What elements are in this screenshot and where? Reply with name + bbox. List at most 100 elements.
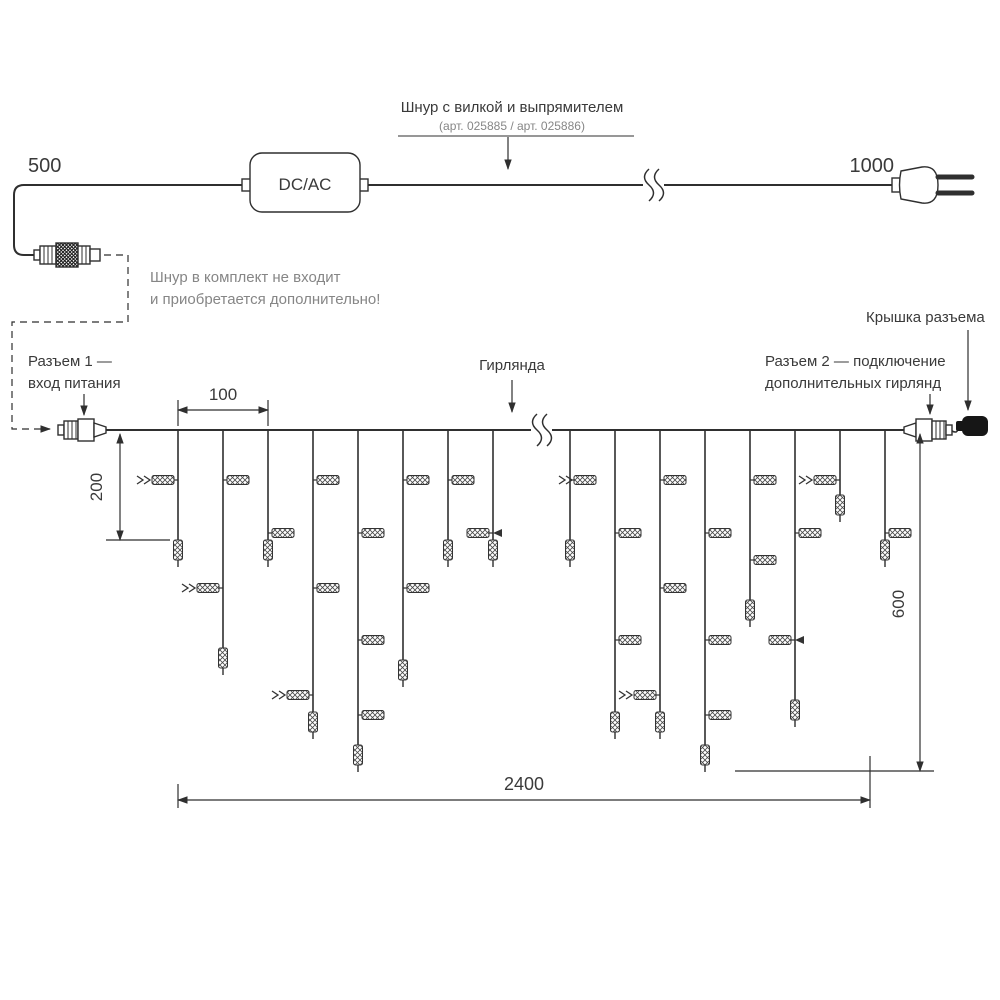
cord-wire-left <box>13 184 250 256</box>
lamp-icon <box>488 539 498 561</box>
cord-note-line1: Шнур в комплект не входит <box>150 269 341 286</box>
dcac-label: DC/AC <box>279 175 332 194</box>
cord-connector-icon <box>33 242 101 268</box>
cap-body <box>962 416 988 436</box>
connector2-body <box>915 418 933 442</box>
lamp-icon <box>263 539 273 561</box>
lamp-icon <box>361 528 385 538</box>
lamp-icon <box>655 711 665 733</box>
lamp-icon <box>835 494 845 516</box>
arrow-mark-icon <box>795 636 804 644</box>
cord-length-right-label: 1000 <box>850 155 895 177</box>
cord-length-left-label: 500 <box>28 155 61 177</box>
dim-2400-label: 2400 <box>504 774 544 794</box>
arrow-mark-icon <box>493 529 502 537</box>
lamp-icon <box>443 539 453 561</box>
lamp-icon <box>790 699 800 721</box>
dim-long-drop: 600 <box>735 432 934 773</box>
lamp-icon <box>663 583 687 593</box>
cord-title: Шнур с вилкой и выпрямителем <box>401 99 624 116</box>
chevron-mark-icon <box>798 475 814 485</box>
lamp-icon <box>708 528 732 538</box>
connector2-tip <box>945 424 953 436</box>
dcac-body <box>249 152 361 213</box>
connector1-icon <box>57 418 107 442</box>
dim-100-label: 100 <box>209 385 237 404</box>
lamp-icon <box>218 647 228 669</box>
dim-total-length: 2400 <box>176 756 872 808</box>
garland-section: Разъем 1 — вход питания Гирлянда Разъем … <box>28 309 988 808</box>
lamp-icon <box>753 475 777 485</box>
connector1-label-line2: вход питания <box>28 375 121 392</box>
lamp-icon <box>573 475 597 485</box>
lamp-icon <box>398 659 408 681</box>
lamp-icon <box>466 528 490 538</box>
lamp-icon <box>745 599 755 621</box>
lamp-icon <box>271 528 295 538</box>
connector-cap-icon <box>951 416 988 436</box>
cord-break-icon <box>643 168 665 202</box>
lamp-icon <box>196 583 220 593</box>
dcac-converter-box: DC/AC <box>241 152 369 213</box>
lamp-icon <box>361 635 385 645</box>
lamp-icon <box>663 475 687 485</box>
cord-connector-cap <box>77 245 91 265</box>
power-cord-section: DC/AC 500 1000 Шнур с вилкой и выпря <box>11 99 975 433</box>
lamp-icon <box>813 475 837 485</box>
garland-label: Гирлянда <box>479 357 545 374</box>
lamp-icon <box>316 583 340 593</box>
lamp-icon <box>768 635 792 645</box>
garland-break-icon <box>531 413 553 447</box>
chevron-mark-icon <box>136 475 152 485</box>
lamp-icon <box>708 635 732 645</box>
cap-label: Крышка разъема <box>866 309 985 326</box>
lamp-icon <box>753 555 777 565</box>
connector2-icon <box>903 418 953 442</box>
lamp-icon <box>361 710 385 720</box>
connector1-tip <box>57 424 65 436</box>
lamp-icon <box>610 711 620 733</box>
lamp-icon <box>173 539 183 561</box>
chevron-mark-icon <box>558 475 574 485</box>
lamp-icon <box>565 539 575 561</box>
lamp-icon <box>406 475 430 485</box>
lamp-icon <box>286 690 310 700</box>
lamp-icon <box>888 528 912 538</box>
connector1-label-line1: Разъем 1 — <box>28 353 112 370</box>
lamp-icon <box>618 528 642 538</box>
dim-spacing: 100 <box>176 385 270 426</box>
cord-connector-face <box>89 248 101 262</box>
lamp-icon <box>308 711 318 733</box>
cord-note-line2: и приобретается дополнительно! <box>150 291 380 308</box>
chevron-mark-icon <box>271 690 287 700</box>
lamp-icon <box>406 583 430 593</box>
lamp-icon <box>151 475 175 485</box>
lamp-icon <box>226 475 250 485</box>
garland-drops <box>136 430 912 772</box>
lamp-icon <box>700 744 710 766</box>
chevron-mark-icon <box>181 583 197 593</box>
connector1-taper <box>93 422 107 438</box>
plug-body <box>898 166 939 204</box>
lamp-icon <box>708 710 732 720</box>
power-plug-icon <box>891 166 975 204</box>
lamp-icon <box>353 744 363 766</box>
dashed-connection-path <box>11 254 129 433</box>
lamp-icon <box>880 539 890 561</box>
lamp-icon <box>633 690 657 700</box>
chevron-mark-icon <box>618 690 634 700</box>
connector2-label-line1: Разъем 2 — подключение <box>765 353 946 370</box>
connector2-label-line2: дополнительных гирлянд <box>765 375 941 392</box>
connector2-taper <box>903 422 917 438</box>
cord-connector-knurl <box>55 242 79 268</box>
dim-200-label: 200 <box>87 473 106 501</box>
lamp-icon <box>798 528 822 538</box>
lamp-icon <box>316 475 340 485</box>
lamp-icon <box>618 635 642 645</box>
cord-connector-tip <box>33 249 41 261</box>
cord-subtitle: (арт. 025885 / арт. 025886) <box>439 119 585 133</box>
lamp-icon <box>451 475 475 485</box>
dim-short-drop: 200 <box>87 432 170 542</box>
